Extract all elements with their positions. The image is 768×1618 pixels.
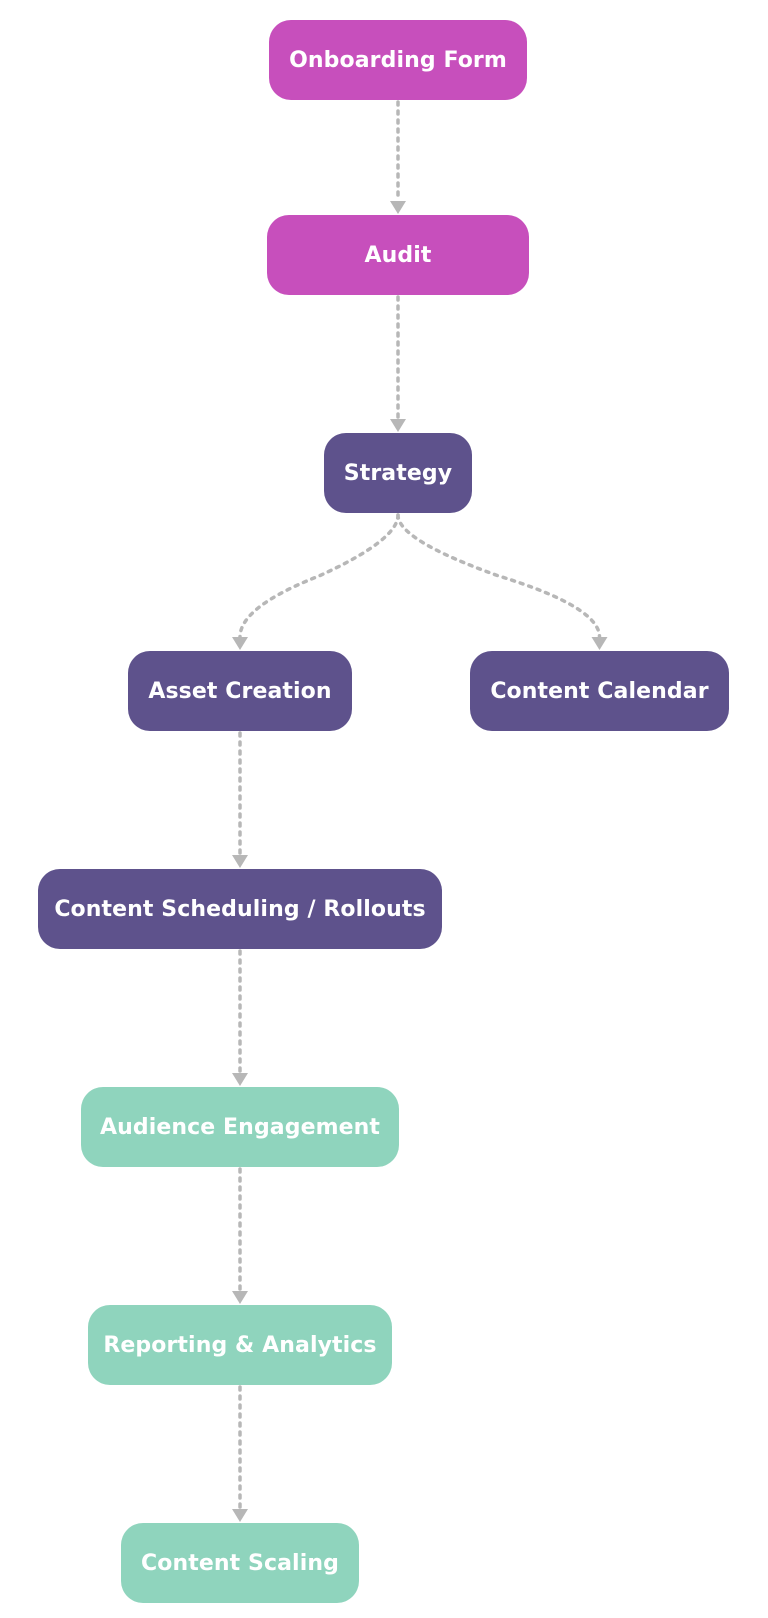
arrowhead-reporting <box>232 1291 248 1304</box>
node-onboarding-form: Onboarding Form <box>269 20 527 100</box>
arrowhead-scheduling <box>232 855 248 868</box>
node-content-scaling: Content Scaling <box>121 1523 359 1603</box>
node-asset-creation: Asset Creation <box>128 651 352 731</box>
arrowhead-strategy <box>390 419 406 432</box>
connector-strategy-calendar <box>396 513 602 639</box>
node-reporting-analytics: Reporting & Analytics <box>88 1305 392 1385</box>
node-label: Content Scaling <box>141 1550 339 1576</box>
node-label: Reporting & Analytics <box>103 1332 377 1358</box>
arrowhead-audit <box>390 201 406 214</box>
arrowhead-engagement <box>232 1073 248 1086</box>
node-label: Asset Creation <box>148 678 332 704</box>
arrowhead-scaling <box>232 1509 248 1522</box>
connector-strategy-asset <box>238 513 400 639</box>
node-label: Onboarding Form <box>289 47 507 73</box>
node-content-calendar: Content Calendar <box>470 651 729 731</box>
node-label: Audience Engagement <box>99 1114 381 1140</box>
arrowhead-calendar <box>591 637 608 650</box>
node-label: Audit <box>364 242 432 268</box>
node-strategy: Strategy <box>324 433 472 513</box>
node-audit: Audit <box>267 215 529 295</box>
node-label: Strategy <box>343 460 453 486</box>
node-label: Content Calendar <box>490 678 709 704</box>
node-audience-engagement: Audience Engagement <box>81 1087 399 1167</box>
node-content-scheduling: Content Scheduling / Rollouts <box>38 869 442 949</box>
arrowhead-asset <box>232 637 248 650</box>
node-label: Content Scheduling / Rollouts <box>54 896 426 922</box>
